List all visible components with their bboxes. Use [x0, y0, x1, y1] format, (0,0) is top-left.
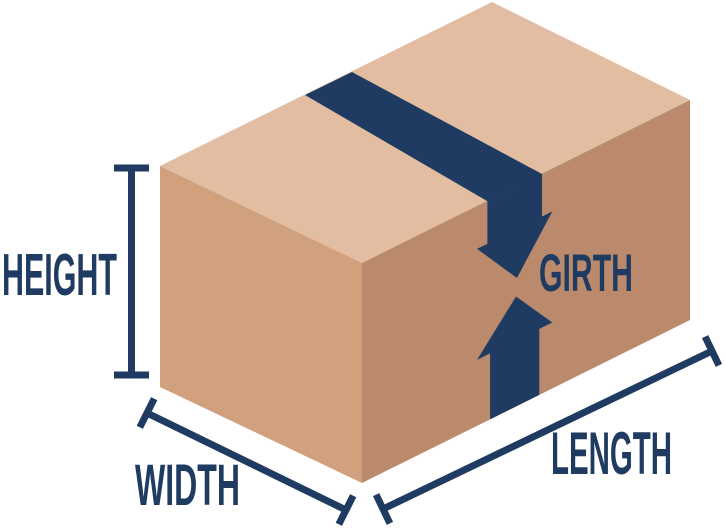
box-left-face [160, 166, 362, 483]
shipping-box [160, 2, 690, 483]
length-dimension-line [372, 335, 723, 525]
height-dimension-line [114, 164, 149, 379]
tape-band-icon [305, 72, 542, 201]
girth-label: GIRTH [539, 244, 633, 303]
width-dimension: WIDTH [135, 397, 357, 526]
girth-up-arrow-icon [477, 296, 553, 420]
length-dimension: LENGTH [372, 335, 723, 525]
box-right-face [362, 100, 690, 483]
girth-dimension: GIRTH [539, 244, 633, 303]
width-dimension-line [136, 397, 357, 526]
girth-arrows [477, 173, 553, 420]
height-dimension: HEIGHT [2, 164, 149, 379]
length-label: LENGTH [551, 420, 672, 487]
girth-down-arrow-icon [477, 173, 553, 279]
height-label: HEIGHT [2, 242, 117, 308]
width-label: WIDTH [135, 453, 240, 518]
